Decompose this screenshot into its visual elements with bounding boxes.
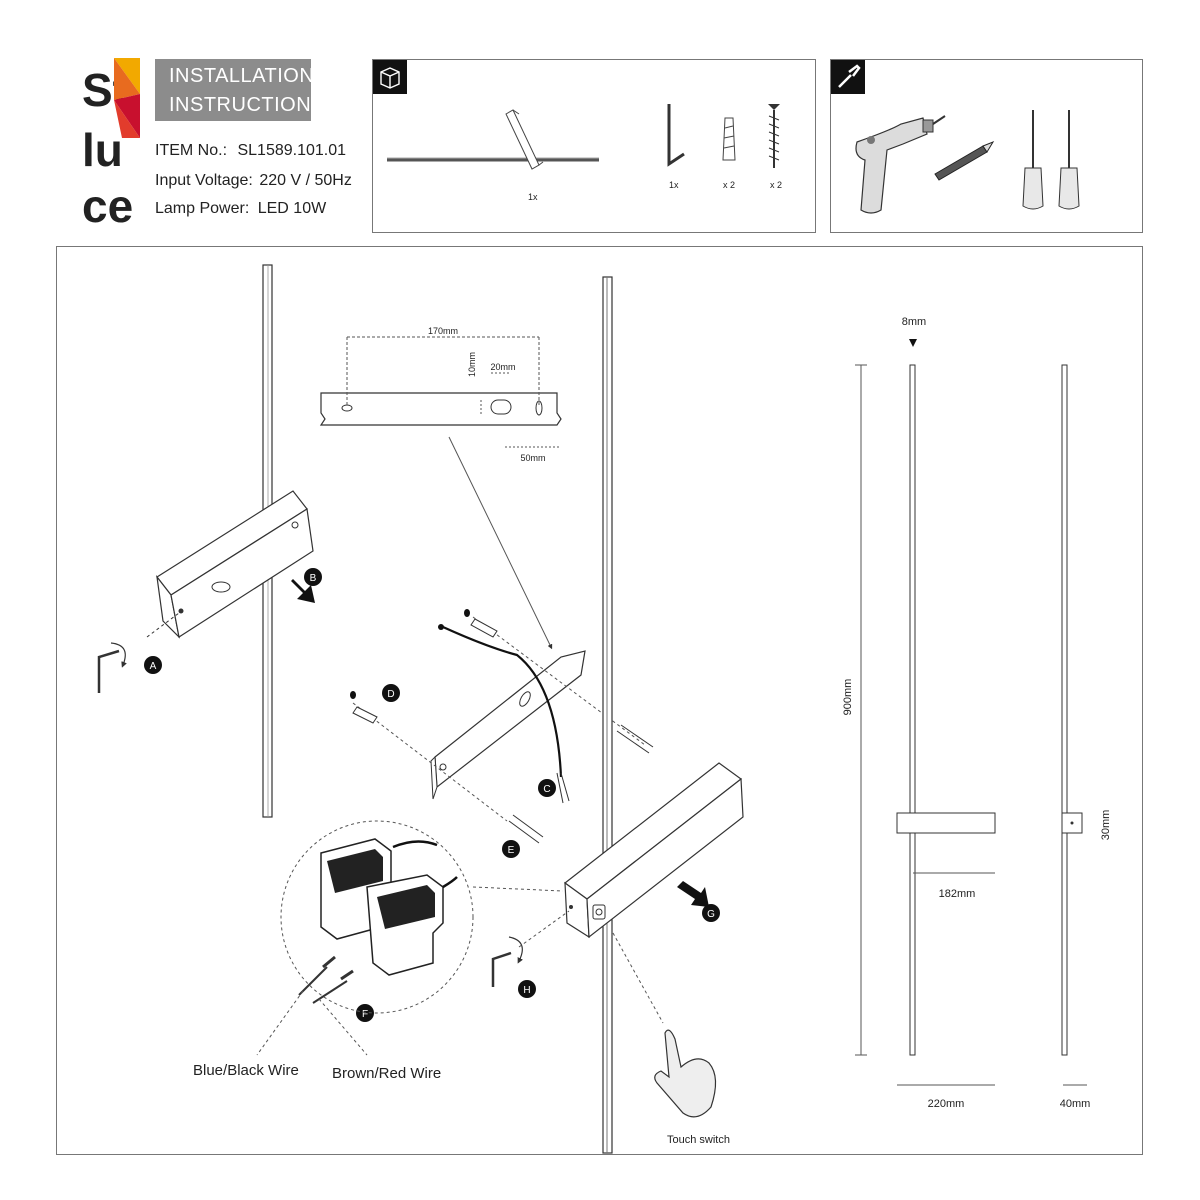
item-number: ITEM No.: SL1589.101.01 — [155, 142, 346, 160]
bracket-height-label: 10mm — [467, 352, 477, 377]
anchor-qty: x 2 — [723, 180, 735, 190]
blue-black-wire-label: Blue/Black Wire — [193, 1062, 299, 1079]
svg-text:E: E — [508, 845, 515, 856]
bracket-width-label: 170mm — [428, 326, 458, 336]
rod-lamp-step3 — [602, 276, 613, 1154]
bracket-wall-mount — [350, 609, 654, 844]
wall-anchor-illustration — [722, 117, 736, 161]
voltage-label: Input Voltage: — [155, 172, 253, 189]
voltage-value: 220 V / 50Hz — [259, 172, 352, 189]
hex-key-step-a — [97, 642, 127, 693]
arrow-g — [677, 881, 709, 907]
hex-key-step-h — [491, 910, 570, 987]
svg-text:A: A — [150, 661, 157, 672]
package-contents-panel: 1x 1x x 2 x 2 — [372, 59, 816, 233]
screw-illustration — [768, 104, 780, 168]
hex-key-illustration — [667, 104, 685, 167]
svg-text:C: C — [543, 784, 550, 795]
tools-icon — [831, 60, 865, 94]
svg-text:H: H — [523, 985, 530, 996]
screwdriver-flat-icon — [1022, 110, 1044, 210]
base-width-label: 220mm — [928, 1098, 965, 1110]
svg-text:F: F — [362, 1009, 368, 1020]
screwdriver-phillips-icon — [1058, 110, 1080, 210]
step-c-marker: C — [538, 779, 556, 797]
power-label: Lamp Power: — [155, 200, 250, 217]
rod-lamp-step1 — [146, 264, 314, 818]
title-line-1: INSTALLATION — [169, 65, 315, 87]
svg-text:D: D — [387, 689, 394, 700]
arrow-b — [291, 579, 315, 603]
connector-detail-circle — [256, 820, 564, 1056]
svg-text:B: B — [310, 573, 317, 584]
mounting-bracket-drawing — [319, 336, 562, 448]
lamp-qty: 1x — [528, 192, 538, 202]
lamp-housing-step3 — [564, 762, 744, 939]
step-h-marker: H — [518, 980, 536, 998]
svg-text:ce: ce — [82, 180, 133, 226]
drill-icon — [855, 115, 946, 214]
arm-width-label: 182mm — [939, 888, 976, 900]
tools-panel — [830, 59, 1143, 233]
lamp-power: Lamp Power: LED 10W — [155, 200, 326, 218]
length-label: 900mm — [842, 679, 854, 716]
lamp-illustration — [387, 109, 599, 170]
step-d-marker: D — [382, 684, 400, 702]
hex-key-qty: 1x — [669, 180, 679, 190]
front-view-drawing — [855, 339, 996, 1086]
touch-switch-label: Touch switch — [667, 1134, 730, 1146]
power-value: LED 10W — [257, 200, 327, 217]
pencil-icon — [934, 140, 995, 181]
item-label: ITEM No.: — [155, 142, 228, 159]
input-voltage: Input Voltage: 220 V / 50Hz — [155, 172, 352, 190]
svg-text:G: G — [707, 909, 715, 920]
step-f-marker: F — [356, 1004, 374, 1022]
step-b-marker: B — [304, 568, 322, 586]
step-a-marker: A — [144, 656, 162, 674]
title-line-2: INSTRUCTIONS — [169, 94, 325, 116]
depth-label: 40mm — [1060, 1098, 1091, 1110]
step-e-marker: E — [502, 840, 520, 858]
document-title: INSTALLATION INSTRUCTIONS — [155, 59, 325, 121]
bracket-offset-label: 50mm — [520, 453, 545, 463]
item-value: SL1589.101.01 — [237, 142, 347, 159]
svg-text:lu: lu — [82, 124, 123, 176]
brown-red-wire-label: Brown/Red Wire — [332, 1065, 442, 1082]
brand-logo: St lu ce — [82, 54, 142, 232]
assembly-diagram-panel: A B C D E F G H 170mm 10mm 20mm 50mm — [56, 246, 1143, 1155]
touch-hand-icon — [654, 1029, 717, 1118]
bracket-slot-label: 20mm — [490, 362, 515, 372]
box-icon — [373, 60, 407, 94]
step-g-marker: G — [702, 904, 720, 922]
thickness-label: 8mm — [902, 316, 926, 328]
side-height-label: 30mm — [1100, 810, 1112, 841]
side-view-drawing — [1061, 364, 1087, 1086]
screw-qty: x 2 — [770, 180, 782, 190]
